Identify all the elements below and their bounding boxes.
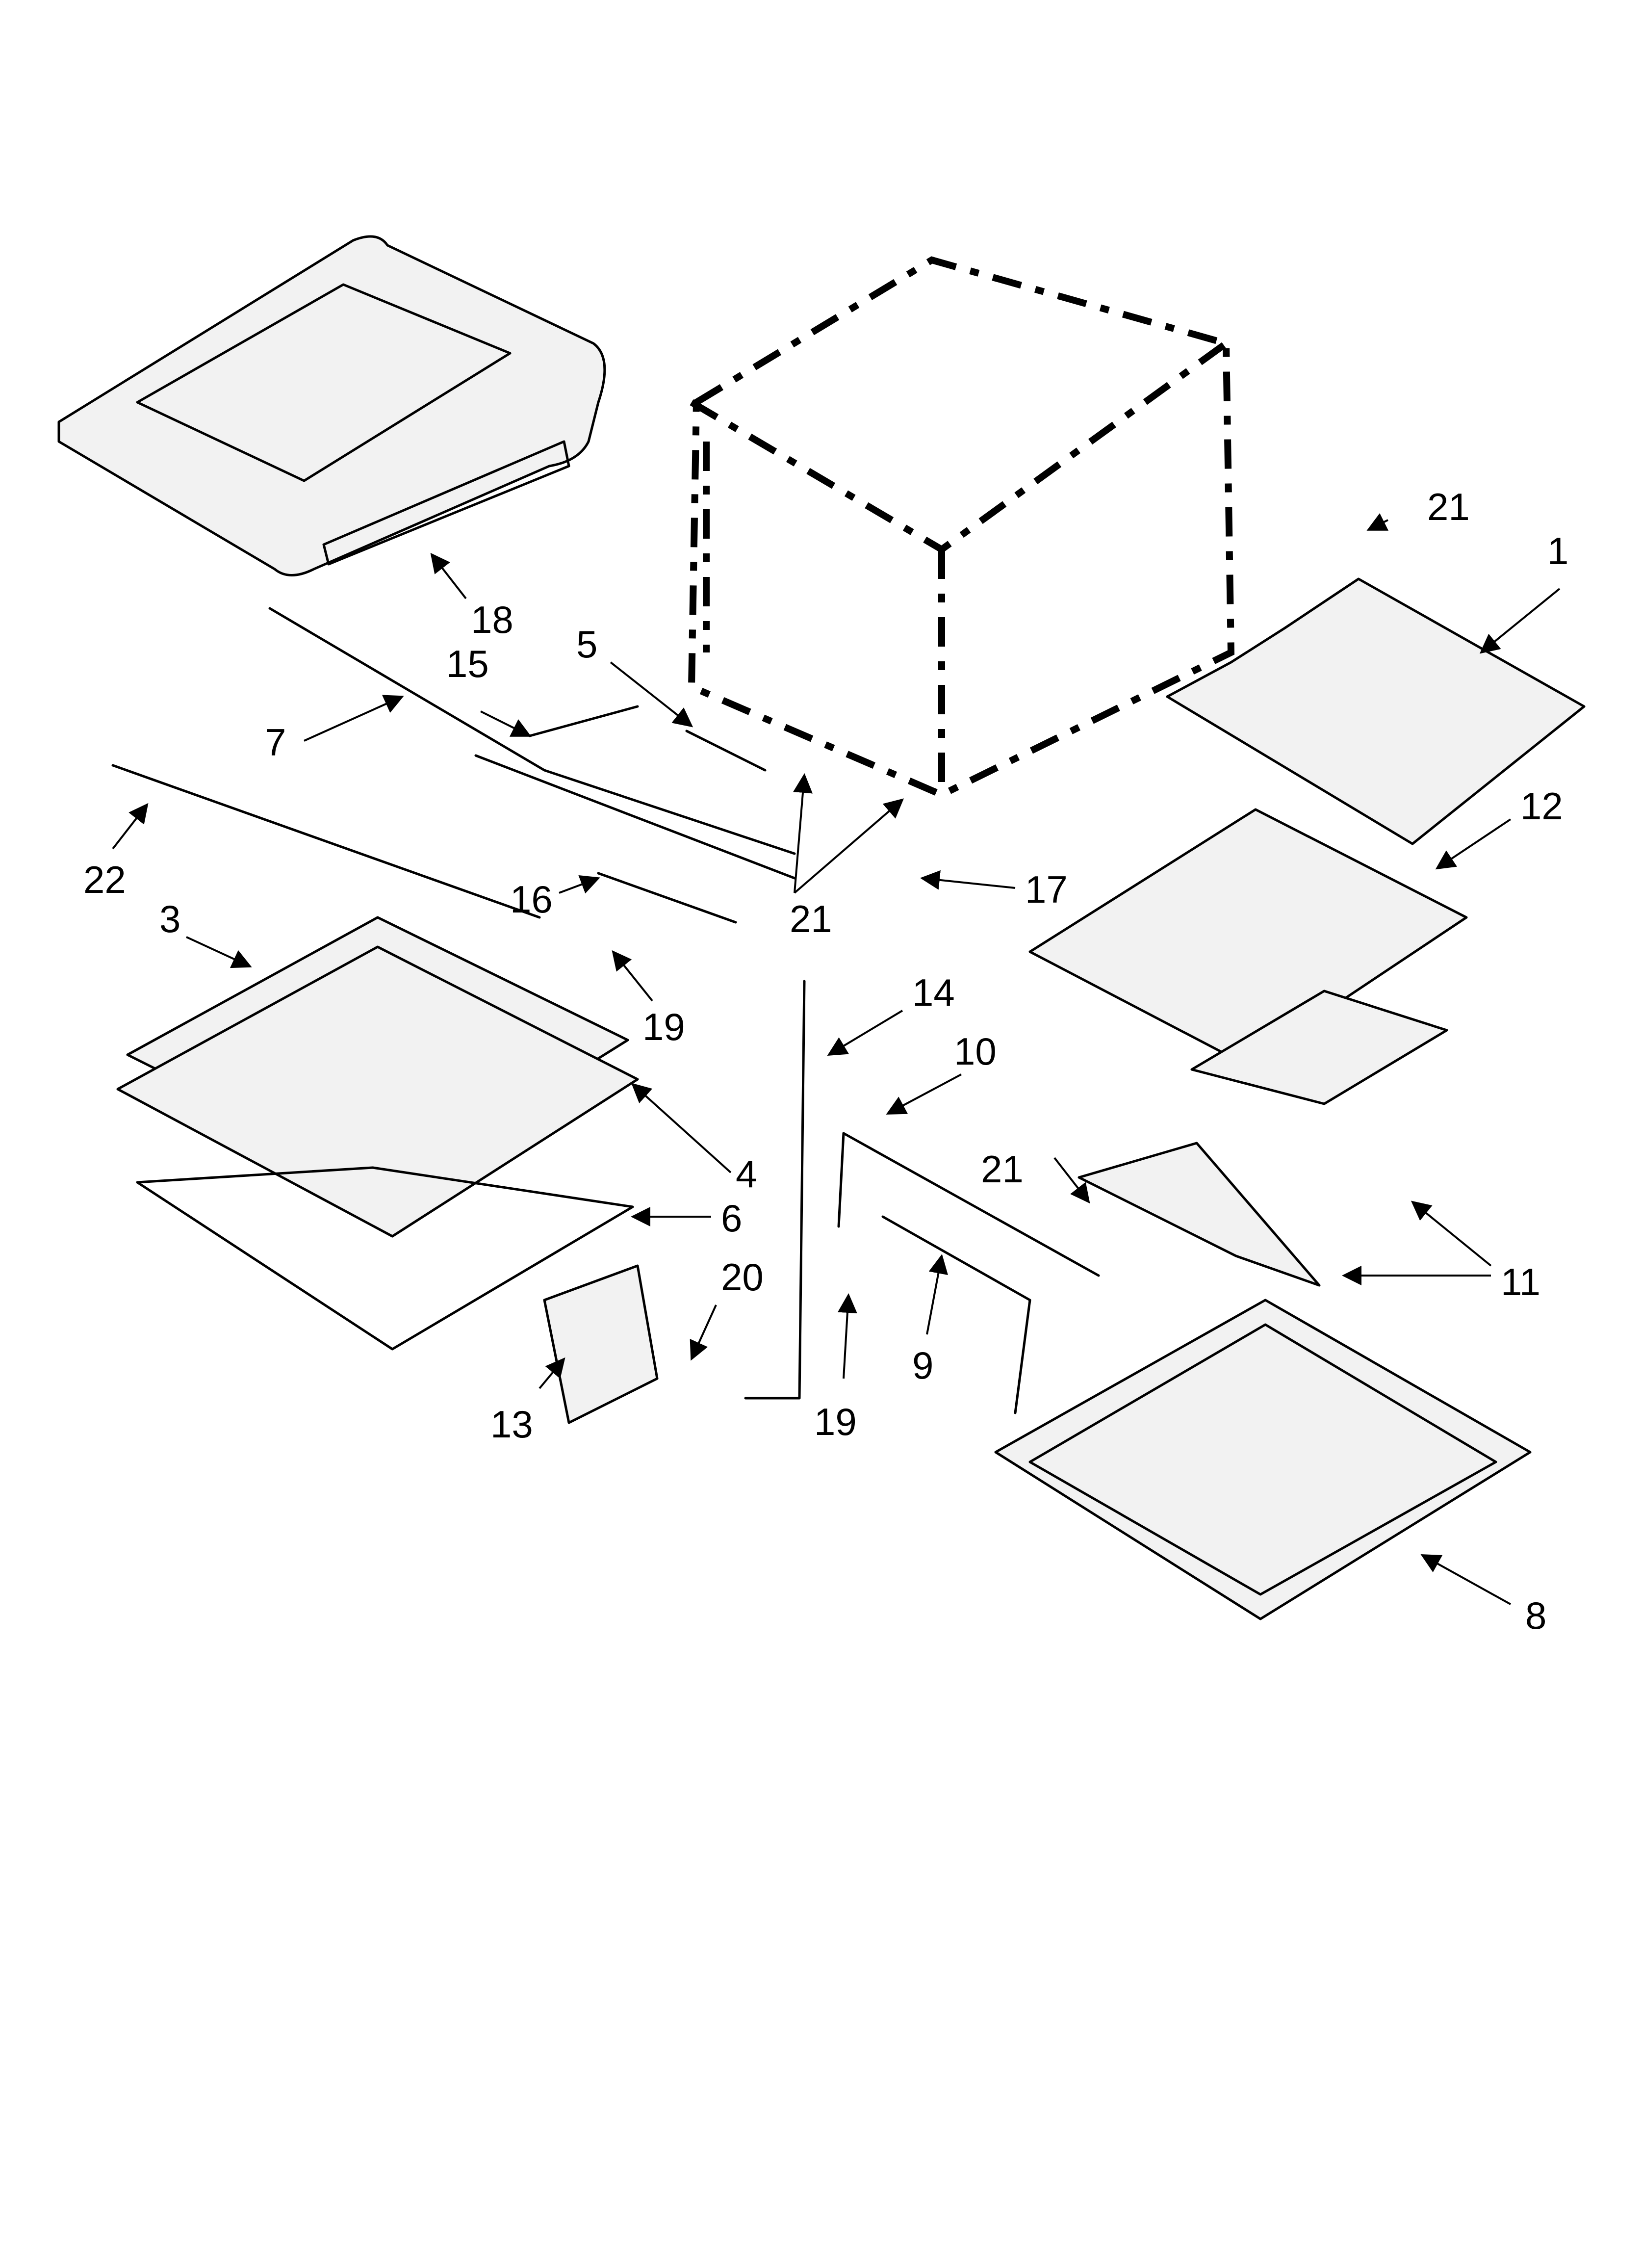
- oven-cavity-outline: [688, 256, 1235, 799]
- leader-1: [1479, 588, 1561, 654]
- leader-13: [539, 1357, 565, 1389]
- callout-labels: 1 3 4 5 6 7 8 9 10 11 12 13 14 15 16 17 …: [83, 485, 1568, 1637]
- callout-1: 1: [1547, 529, 1568, 573]
- leader-20: [690, 1304, 717, 1361]
- leader-7: [304, 695, 404, 742]
- callout-12: 12: [1520, 784, 1563, 828]
- leader-lines: [112, 513, 1561, 1605]
- oven-burner: [837, 1132, 1100, 1277]
- callout-13: 13: [490, 1403, 533, 1446]
- callout-11: 11: [1501, 1260, 1540, 1303]
- leader-4: [631, 1083, 732, 1173]
- leader-9: [926, 1254, 949, 1335]
- broiler-pan-stack: [116, 916, 639, 1351]
- callout-20: 20: [721, 1255, 764, 1299]
- callout-17: 17: [1025, 868, 1068, 911]
- callout-22: 22: [83, 858, 126, 901]
- callout-18: 18: [471, 598, 513, 641]
- callout-10: 10: [954, 1030, 997, 1073]
- callout-14: 14: [912, 971, 955, 1014]
- callout-3: 3: [159, 897, 180, 940]
- leader-18: [430, 552, 467, 600]
- burner-baffle: [1028, 808, 1468, 1066]
- callout-6: 6: [721, 1197, 742, 1240]
- callout-9: 9: [912, 1344, 933, 1387]
- leader-10: [886, 1073, 962, 1115]
- leader-16: [559, 875, 600, 894]
- leader-19a: [612, 950, 653, 1002]
- leader-21b: [793, 773, 813, 893]
- leader-12: [1435, 818, 1512, 870]
- callout-4: 4: [736, 1152, 757, 1196]
- leader-21a: [1366, 513, 1389, 531]
- callout-21-center: 21: [790, 897, 832, 940]
- leader-17: [920, 870, 1016, 890]
- callout-5: 5: [576, 623, 597, 666]
- leader-8: [1420, 1554, 1511, 1605]
- heat-deflector: [1166, 577, 1586, 845]
- gas-valve: [543, 1264, 659, 1424]
- callout-21-right: 21: [1427, 485, 1470, 528]
- broil-burner: [881, 1215, 1031, 1414]
- leader-15: [480, 710, 532, 737]
- broil-burner-assembly: [111, 607, 796, 924]
- leader-3: [186, 936, 252, 968]
- leader-19b: [837, 1293, 857, 1379]
- broiler-drawer-panel: [57, 235, 606, 576]
- leader-22: [112, 803, 149, 850]
- baffle-brackets: [1078, 990, 1448, 1287]
- callout-19-lower: 19: [814, 1400, 857, 1443]
- drawer-pan: [994, 1299, 1532, 1620]
- gas-pipe: [744, 980, 806, 1400]
- callout-8: 8: [1525, 1594, 1546, 1637]
- callout-15: 15: [446, 642, 489, 685]
- leader-14: [827, 1010, 903, 1056]
- callout-7: 7: [265, 721, 286, 764]
- leader-5: [610, 661, 693, 728]
- leader-21c: [794, 798, 904, 894]
- leader-21d: [1053, 1157, 1090, 1204]
- leader-11a: [1411, 1200, 1492, 1267]
- callout-19-upper: 19: [642, 1005, 685, 1048]
- callout-21-lower: 21: [981, 1147, 1024, 1191]
- callout-16: 16: [510, 878, 553, 921]
